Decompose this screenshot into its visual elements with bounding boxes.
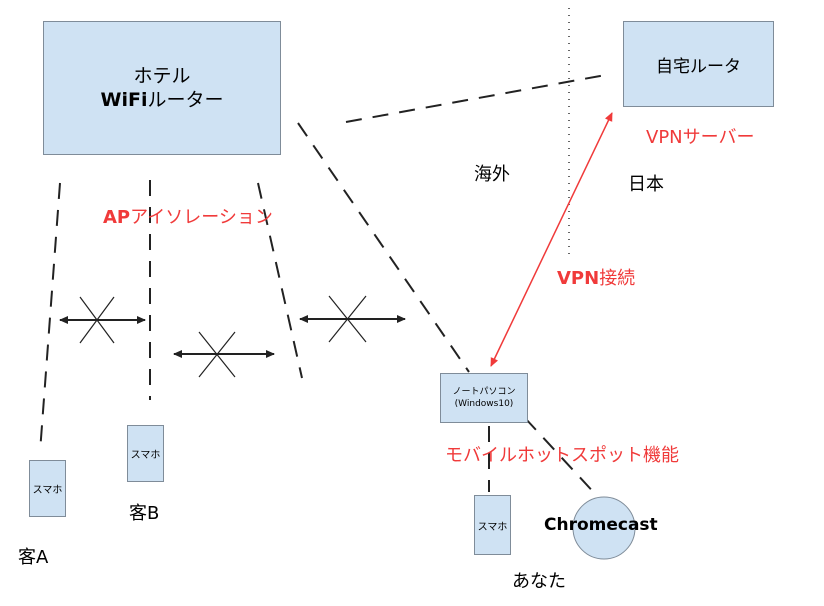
vpn-connection-bold-text: VPN	[557, 268, 600, 289]
vpn-connection-label: VPN接続	[557, 264, 635, 290]
chromecast-label: Chromecast	[544, 515, 658, 535]
cross-mark-1	[79, 296, 115, 344]
guest-a-name: 客A	[18, 547, 49, 568]
hotel-router-suffix-text: ルーター	[147, 89, 224, 111]
your-phone-label: スマホ	[477, 521, 508, 533]
hotel-router-wifi-text: WiFi	[100, 89, 148, 111]
hotel-router-label-line1: ホテル	[133, 65, 191, 87]
vpn-connection-rest-text: 接続	[599, 268, 636, 289]
chromecast-device	[572, 496, 636, 560]
home-router-label: 自宅ルータ	[656, 56, 741, 77]
overseas-label: 海外	[474, 164, 510, 185]
cross-mark-3	[328, 295, 367, 343]
guest-a-phone: スマホ	[29, 460, 66, 517]
hotel-wifi-router: ホテル WiFiルーター	[43, 21, 281, 155]
vpn-server-label: VPNサーバー	[646, 127, 755, 148]
link-hotel-to-home	[345, 73, 612, 123]
guest-a-phone-label: スマホ	[32, 485, 63, 496]
link-hotel-to-laptop	[297, 122, 470, 373]
ap-isolation-label: APアイソレーション	[103, 203, 273, 229]
vpn-arrow	[490, 112, 613, 367]
cross-mark-2	[198, 331, 236, 378]
hotel-router-label-line2: WiFiルーター	[101, 88, 224, 112]
link-hotel-to-guest-a	[39, 182, 61, 453]
link-laptop-to-chromecast	[524, 417, 599, 498]
guest-b-name: 客B	[129, 503, 160, 524]
ap-isolation-rest-text: アイソレーション	[130, 207, 273, 228]
laptop-label-line2: (Windows10)	[454, 399, 514, 409]
link-hotel-to-middle	[257, 182, 303, 379]
mobile-hotspot-label: モバイルホットスポット機能	[445, 445, 679, 466]
you-name: あなた	[512, 571, 566, 592]
ap-isolation-bold-text: AP	[103, 207, 131, 228]
guest-b-phone-label: スマホ	[130, 450, 161, 461]
japan-label: 日本	[628, 174, 664, 195]
guest-b-phone: スマホ	[127, 425, 164, 482]
laptop-label-line1: ノートパソコン	[452, 387, 516, 397]
home-router: 自宅ルータ	[623, 21, 774, 107]
your-phone: スマホ	[474, 495, 511, 555]
laptop-windows10: ノートパソコン (Windows10)	[440, 373, 528, 423]
